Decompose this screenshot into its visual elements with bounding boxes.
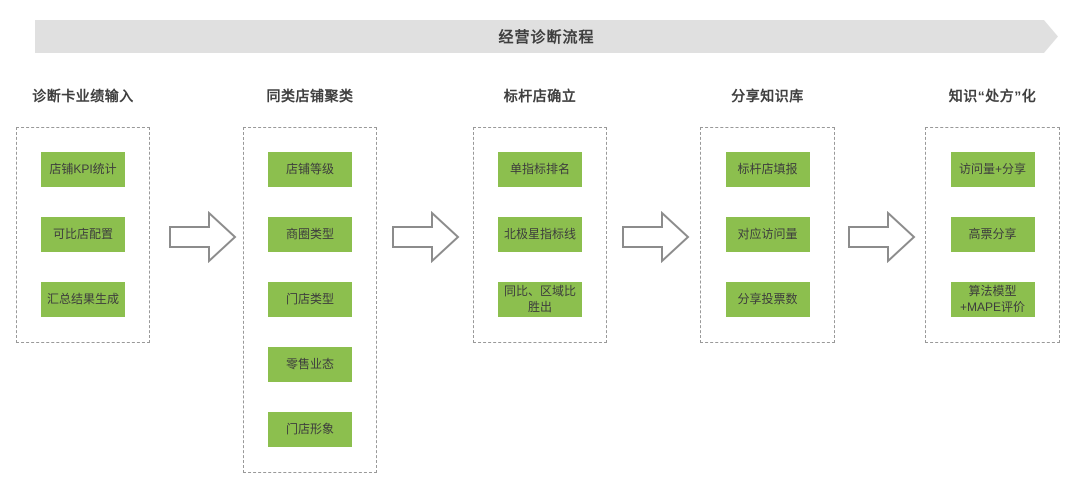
flow-node: 同比、区域比 胜出: [498, 282, 582, 318]
column-group-3: 单指标排名北极星指标线同比、区域比 胜出: [473, 127, 607, 343]
flow-node: 门店类型: [268, 282, 352, 317]
flow-arrow-icon: [169, 210, 237, 264]
flow-node: 店铺KPI统计: [41, 152, 125, 187]
column-group-1: 店铺KPI统计可比店配置汇总结果生成: [16, 127, 150, 343]
flow-node: 零售业态: [268, 347, 352, 382]
flow-node: 单指标排名: [498, 152, 582, 187]
column-header-4: 分享知识库: [731, 88, 804, 104]
flow-arrow-icon: [848, 210, 916, 264]
column-group-4: 标杆店填报对应访问量分享投票数: [700, 127, 835, 343]
flow-arrow-icon: [622, 210, 690, 264]
flow-node: 汇总结果生成: [41, 282, 125, 317]
flow-arrow-icon: [392, 210, 460, 264]
flow-node: 访问量+分享: [950, 152, 1035, 187]
column-header-3: 标杆店确立: [503, 88, 577, 104]
column-group-5: 访问量+分享高票分享算法模型 +MAPE评价: [925, 127, 1060, 343]
flow-node: 商圈类型: [268, 217, 352, 252]
flow-node: 标杆店填报: [725, 152, 810, 187]
flow-node: 北极星指标线: [498, 217, 582, 252]
column-group-2: 店铺等级商圈类型门店类型零售业态门店形象: [243, 127, 377, 473]
flow-node: 高票分享: [950, 217, 1035, 252]
column-header-5: 知识“处方”化: [948, 88, 1037, 104]
flow-node: 分享投票数: [725, 282, 810, 317]
column-header-1: 诊断卡业绩输入: [32, 88, 134, 104]
column-header-2: 同类店铺聚类: [266, 88, 354, 104]
title-banner-arrow: 经营诊断流程: [35, 20, 1058, 53]
flow-node: 店铺等级: [268, 152, 352, 187]
flow-node: 门店形象: [268, 412, 352, 447]
flow-node: 算法模型 +MAPE评价: [950, 282, 1035, 318]
flow-node: 对应访问量: [725, 217, 810, 252]
page-title: 经营诊断流程: [498, 29, 595, 46]
flow-node: 可比店配置: [41, 217, 125, 252]
